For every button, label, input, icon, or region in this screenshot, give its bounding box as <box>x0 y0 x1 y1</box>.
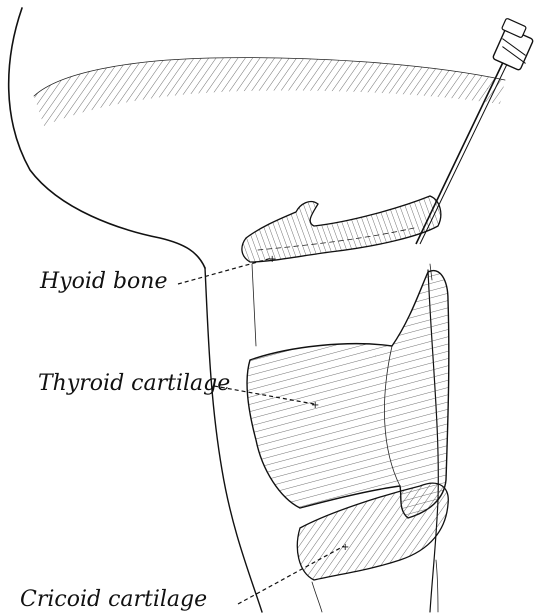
trachea-front <box>312 582 322 612</box>
thyroid-cartilage <box>247 271 449 518</box>
cricoid-target-mark: + <box>341 542 349 553</box>
thyroid-label: Thyroid cartilage <box>38 371 230 396</box>
hyoid-label: Hyoid bone <box>39 269 168 294</box>
neck-front-outline <box>205 268 262 612</box>
hyoid-target-mark: + <box>268 254 276 265</box>
cricoid-label: Cricoid cartilage <box>20 587 207 612</box>
trachea-rear <box>436 560 438 612</box>
membrane-line-left <box>252 264 256 346</box>
thyroid-target-mark: + <box>311 400 319 411</box>
jaw-outline <box>9 8 205 268</box>
